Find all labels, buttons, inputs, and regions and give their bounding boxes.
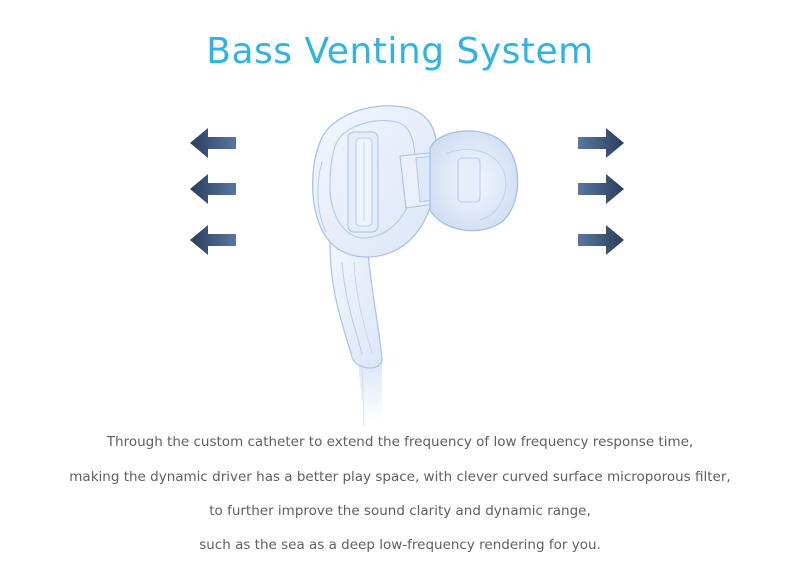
description-line: to further improve the sound clarity and… xyxy=(209,503,591,519)
description-line: Through the custom catheter to extend th… xyxy=(106,434,694,450)
arrow-left-icon xyxy=(190,128,236,158)
arrow-left-icon xyxy=(190,225,236,255)
description-line: making the dynamic driver has a better p… xyxy=(69,469,731,485)
arrow-left-icon xyxy=(190,174,236,204)
arrow-right-icon xyxy=(578,225,624,255)
arrow-right-icon xyxy=(578,174,624,204)
description-line: such as the sea as a deep low-frequency … xyxy=(199,537,601,553)
page-title: Bass Venting System xyxy=(206,31,594,72)
earphone-illustration xyxy=(312,105,519,427)
arrow-right-icon xyxy=(578,128,624,158)
